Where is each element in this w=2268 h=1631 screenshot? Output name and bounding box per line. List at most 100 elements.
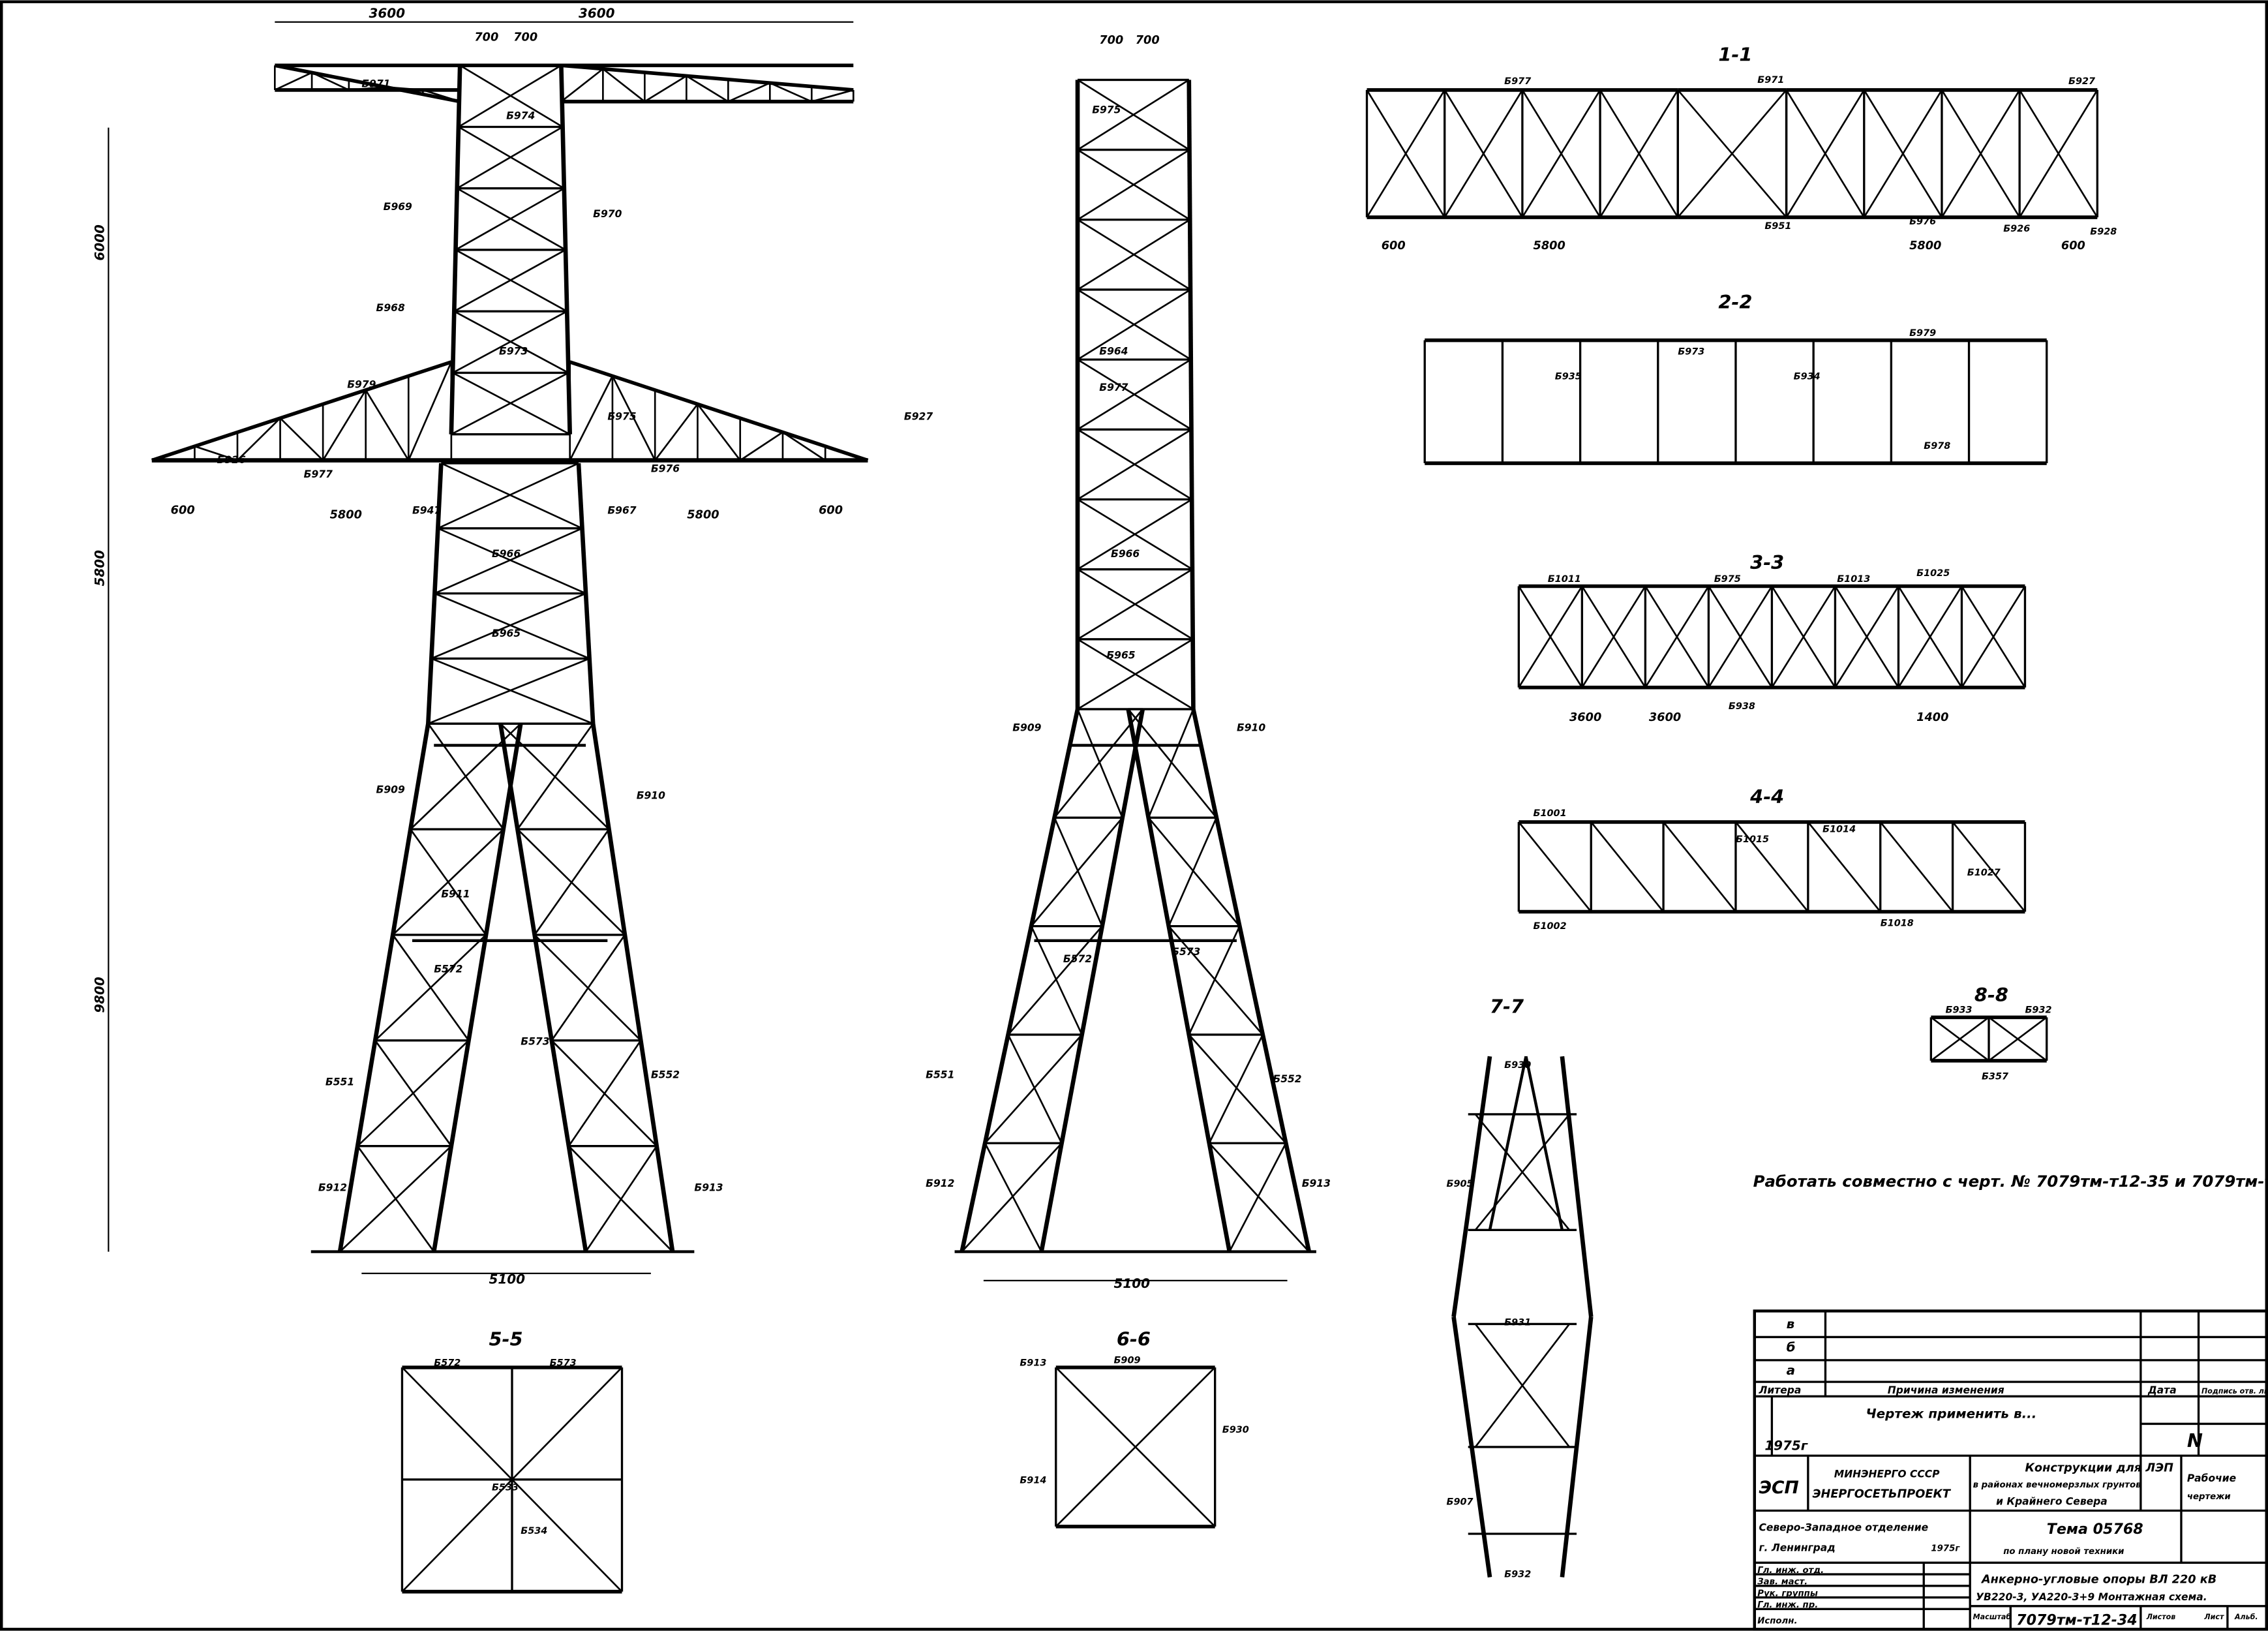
section-title-2-2: 2-2 <box>1718 291 1752 313</box>
front-member-label: Б552 <box>651 1069 680 1080</box>
diagonal-brace <box>1581 585 1646 688</box>
section-member-label: Б976 <box>1909 217 1936 227</box>
diagonal-brace <box>584 1145 658 1253</box>
dim-arm-4: 600 <box>819 504 843 517</box>
dim-middle: 5800 <box>92 550 108 587</box>
section-member-label: Б1002 <box>1534 921 1567 932</box>
front-member-label: Б977 <box>304 468 333 480</box>
leg <box>1524 1056 1564 1230</box>
subject-3: и Крайнего Севера <box>1996 1496 2108 1508</box>
front-member-label: Б913 <box>694 1181 723 1193</box>
diagonal-brace <box>1518 585 1583 688</box>
front-member-label: Б966 <box>492 548 521 560</box>
side-member-label: Б964 <box>1099 346 1128 358</box>
diagonal-brace <box>422 89 461 102</box>
leg <box>1191 709 1312 1253</box>
sections <box>401 88 2099 1594</box>
diagonal-brace <box>1147 817 1241 927</box>
section-member-label: Б573 <box>550 1358 577 1369</box>
col-sheets: Листов <box>2146 1613 2176 1621</box>
top-chord <box>561 63 854 92</box>
section-member-label: Б930 <box>1504 1060 1531 1071</box>
leg <box>1560 1056 1594 1317</box>
col-letter: Литера <box>1758 1384 1801 1396</box>
diagonal-brace <box>457 126 564 189</box>
front-member-label: Б970 <box>593 208 622 220</box>
section-member-label: Б1014 <box>1822 825 1856 835</box>
diagonal-brace <box>357 1039 470 1147</box>
side-member-label: Б552 <box>1273 1073 1301 1085</box>
diagonal-brace <box>1077 79 1190 151</box>
front-member-label: Б912 <box>318 1181 347 1193</box>
org: ЭНЕРГОСЕТЬПРОЕКТ <box>1812 1488 1951 1501</box>
front-member-label: Б975 <box>607 411 636 423</box>
diagonal-brace <box>451 372 569 435</box>
diagonal-brace <box>1590 821 1665 913</box>
dim-arm-2: 5800 <box>330 508 362 521</box>
diagonal-brace <box>1077 638 1194 710</box>
diagonal-brace <box>194 445 238 461</box>
diagonal-brace <box>151 445 195 461</box>
front-member-label: Б974 <box>506 110 535 121</box>
diagonal-brace <box>1644 585 1710 688</box>
branch-1: Северо-Западное отделение <box>1759 1522 1928 1534</box>
diagonal-brace <box>1941 89 2021 218</box>
stage-1: Рабочие <box>2187 1472 2236 1484</box>
apply-note: Чертеж применить в... <box>1866 1406 2037 1422</box>
drawing-title-2: УВ220-3, УА220-3+9 Монтажная схема. <box>1976 1591 2207 1603</box>
leg <box>431 723 523 1253</box>
diagonal-brace <box>455 187 565 251</box>
s11-dim-3: 5800 <box>1909 239 1941 252</box>
front-member-label: Б926 <box>217 454 246 466</box>
subject-1: Конструкции для ЛЭП <box>2025 1462 2173 1475</box>
dim-arm-3: 5800 <box>687 508 719 521</box>
diagonal-brace <box>1168 817 1218 927</box>
dim-top-3: 700 <box>474 31 498 44</box>
diagonal-brace <box>961 1142 1063 1253</box>
dim-lower: 9800 <box>92 977 108 1013</box>
section-member-label: Б938 <box>1729 701 1755 712</box>
drawing-title-1: Анкерно-угловые опоры ВЛ 220 кВ <box>1980 1573 2216 1586</box>
s33-dim-2: 3600 <box>1649 711 1681 724</box>
front-member-label: Б973 <box>499 346 528 358</box>
front-member-label: Б969 <box>384 201 412 213</box>
section-member-label: Б357 <box>1982 1072 2008 1082</box>
org-short: ЭСП <box>1759 1478 1798 1498</box>
col-sheet: Лист <box>2203 1613 2224 1621</box>
diagonal-brace <box>1599 89 1679 218</box>
diagonal-brace <box>611 375 656 461</box>
diagonal-brace <box>569 375 614 461</box>
diagonal-brace <box>1834 585 1899 688</box>
section-member-label: Б534 <box>521 1526 547 1536</box>
section-member-label: Б1013 <box>1837 574 1870 585</box>
dim-base: 5100 <box>489 1271 526 1287</box>
diagonal-brace <box>782 431 826 461</box>
general-note: Работать совместно с черт. № 7079тм-т12-… <box>1753 1172 2268 1191</box>
side-member-label: Б909 <box>1012 722 1041 733</box>
section-member-label: Б933 <box>1946 1005 1973 1016</box>
section-member-label: Б932 <box>2025 1005 2051 1016</box>
section-member-label: Б909 <box>1113 1355 1140 1365</box>
front-member-label: Б910 <box>637 789 665 801</box>
diagonal-brace <box>1898 585 1963 688</box>
signature-2: Зав. маст. <box>1757 1578 1807 1587</box>
section-member-label: Б971 <box>1757 75 1784 85</box>
diagonal-brace <box>1188 926 1241 1035</box>
section-member-label: Б932 <box>1504 1570 1531 1580</box>
diagonal-brace <box>1030 926 1083 1035</box>
diagonal-brace <box>1771 585 1836 688</box>
side-member-label: Б912 <box>926 1178 954 1189</box>
diagonal-brace <box>1127 709 1217 819</box>
diagonal-brace <box>1930 1016 1989 1061</box>
branch-year: 1975г <box>1931 1544 1960 1554</box>
col-scale: Масштаб <box>1973 1613 2012 1621</box>
section-member-label: Б979 <box>1909 328 1936 339</box>
section-title-5-5: 5-5 <box>489 1328 523 1350</box>
front-member-label: Б965 <box>492 628 521 639</box>
leg <box>1126 709 1232 1253</box>
leg <box>1187 80 1196 710</box>
s33-dim-3: 1400 <box>1916 711 1948 724</box>
front-member-label: Б976 <box>651 463 680 474</box>
